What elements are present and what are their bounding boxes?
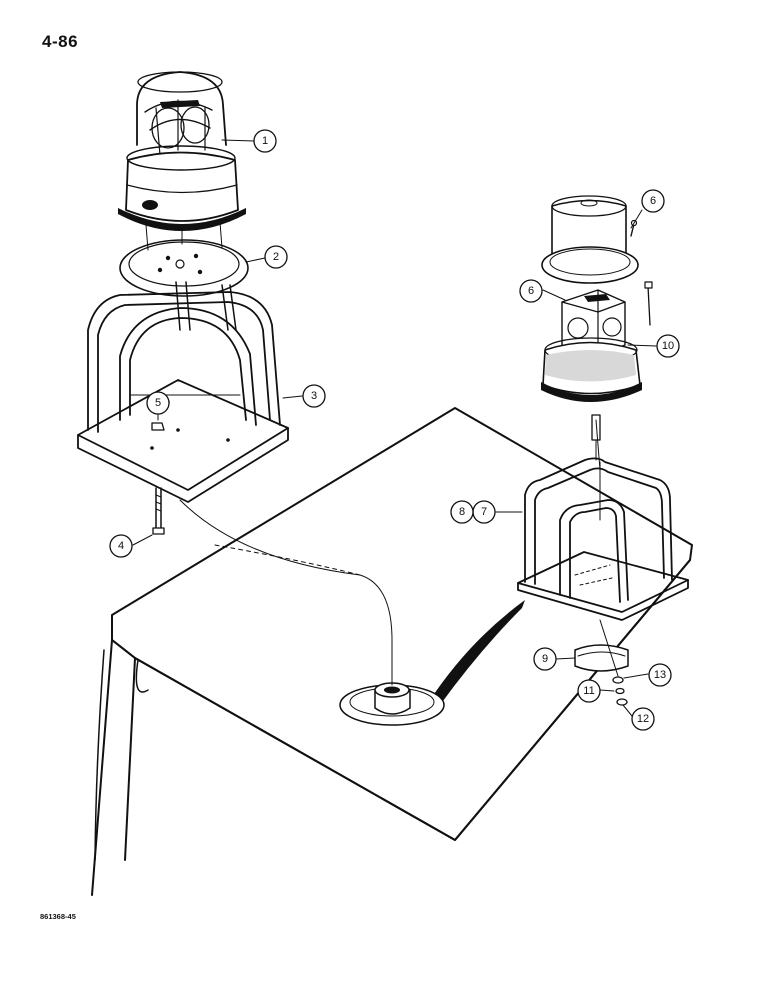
svg-text:1: 1 [262,135,268,147]
callout-8: 8 [450,500,474,524]
leader-lines [132,139,657,717]
callout-3: 3 [302,384,326,408]
callout-5: 5 [146,391,170,415]
callout-4: 4 [109,534,133,558]
left-beacon-assembly [77,71,289,535]
svg-text:2: 2 [273,251,279,263]
drawing-code: 861368-45 [40,912,76,921]
svg-text:9: 9 [542,653,548,665]
callout-10: 10 [656,334,680,358]
svg-text:3: 3 [311,390,317,402]
callout-11: 11 [577,679,601,703]
callout-6-side: 6 [519,279,543,303]
svg-text:6: 6 [650,195,656,207]
callout-9: 9 [533,647,557,671]
svg-text:6: 6 [528,285,534,297]
svg-text:5: 5 [155,397,161,409]
cab-roof [91,407,693,896]
svg-text:12: 12 [637,713,649,725]
right-beacon-assembly [517,195,689,706]
callout-13: 13 [648,663,672,687]
svg-text:8: 8 [459,506,465,518]
callout-2: 2 [264,245,288,269]
svg-text:13: 13 [654,669,666,681]
page-number: 4-86 [42,32,79,51]
svg-text:4: 4 [118,540,124,552]
callout-12: 12 [631,707,655,731]
callout-1: 1 [253,129,277,153]
callout-7: 7 [472,500,496,524]
svg-text:11: 11 [583,685,594,697]
svg-text:7: 7 [481,506,487,518]
svg-text:10: 10 [662,340,674,352]
callout-6-top: 6 [641,189,665,213]
callouts: 1 2 3 4 5 6 6 [109,129,680,731]
